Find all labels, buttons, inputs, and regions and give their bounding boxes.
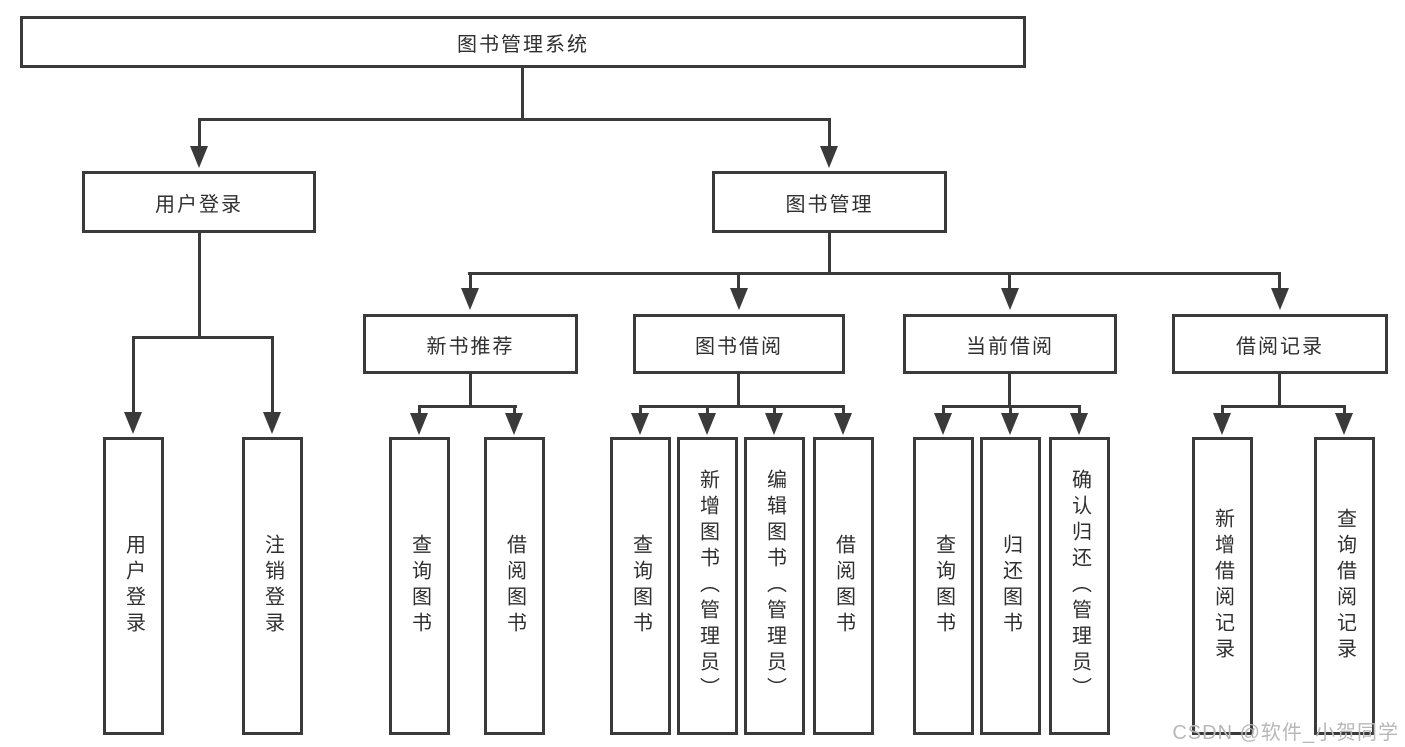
arrow-to-return-books [1001, 413, 1019, 435]
leaf-user-login: 用户登录 [103, 437, 164, 735]
connector-drop-search-record [1343, 405, 1346, 415]
leaf-edit-books-admin-label: 编辑图书（管理员） [763, 469, 786, 703]
node-borrowing-records: 借阅记录 [1172, 314, 1388, 374]
arrow-to-current-borrowing [1001, 288, 1019, 310]
connector-root-stem [521, 68, 524, 118]
arrow-to-add-borrow-record [1213, 413, 1231, 435]
node-new-book-recommendation: 新书推荐 [363, 314, 578, 374]
node-user-login: 用户登录 [82, 171, 316, 233]
connector-drop-current-borrowing [1008, 272, 1011, 290]
root-node: 图书管理系统 [20, 16, 1026, 68]
connector-drop-borrowing-search [639, 405, 642, 415]
node-book-management-label: 图书管理 [785, 193, 874, 216]
connector-root-crossbar [198, 118, 831, 121]
connector-book-management-crossbar [468, 272, 1281, 275]
connector-current-stem [1008, 374, 1011, 405]
arrow-to-recommend-search-books [410, 413, 428, 435]
connector-user-login-stem [198, 233, 201, 337]
arrow-to-search-borrow-record [1335, 413, 1353, 435]
root-node-label: 图书管理系统 [457, 33, 589, 56]
connector-records-crossbar [1221, 405, 1346, 408]
arrow-to-confirm-return [1070, 413, 1088, 435]
leaf-borrowing-search-books: 查询图书 [610, 437, 671, 735]
connector-root-right-drop [828, 118, 831, 148]
arrow-to-edit-books [765, 413, 783, 435]
connector-borrowing-crossbar [639, 405, 845, 408]
node-user-login-label: 用户登录 [155, 193, 243, 216]
leaf-add-books-admin: 新增图书（管理员） [677, 437, 738, 735]
leaf-recommend-borrow-books-label: 借阅图书 [503, 534, 526, 638]
connector-drop-confirm-return [1078, 405, 1081, 415]
leaf-edit-books-admin: 编辑图书（管理员） [744, 437, 805, 735]
connector-user-login-left-drop [132, 336, 135, 414]
arrow-to-current-search-books [934, 413, 952, 435]
connector-user-login-crossbar [132, 336, 274, 339]
connector-drop-return-books [1009, 405, 1012, 415]
leaf-user-login-label: 用户登录 [122, 534, 145, 638]
node-book-borrowing: 图书借阅 [633, 314, 845, 374]
connector-drop-new-book [469, 272, 472, 290]
arrow-to-user-login [190, 146, 208, 168]
leaf-borrowing-search-books-label: 查询图书 [629, 534, 652, 638]
arrow-to-borrowing-records [1271, 288, 1289, 310]
node-book-management: 图书管理 [712, 171, 947, 233]
leaf-logout-label: 注销登录 [261, 534, 284, 638]
node-borrowing-records-label: 借阅记录 [1236, 335, 1324, 358]
connector-drop-add-record [1221, 405, 1224, 415]
node-current-borrowing: 当前借阅 [903, 314, 1117, 374]
leaf-add-borrow-record-label: 新增借阅记录 [1211, 508, 1234, 664]
connector-drop-add-books [706, 405, 709, 415]
arrow-to-add-books [698, 413, 716, 435]
connector-drop-edit-books [773, 405, 776, 415]
leaf-logout: 注销登录 [242, 437, 303, 735]
arrow-to-borrowing-search-books [631, 413, 649, 435]
leaf-add-books-admin-label: 新增图书（管理员） [696, 469, 719, 703]
leaf-add-borrow-record: 新增借阅记录 [1192, 437, 1253, 735]
connector-borrowing-stem [737, 374, 740, 405]
connector-drop-borrow-books [842, 405, 845, 415]
leaf-borrow-books-label: 借阅图书 [832, 534, 855, 638]
connector-drop-recommend-borrow [513, 405, 516, 415]
connector-book-management-stem [828, 233, 831, 274]
leaf-confirm-return-admin-label: 确认归还（管理员） [1068, 469, 1091, 703]
leaf-current-search-books: 查询图书 [913, 437, 974, 735]
connector-new-book-crossbar [418, 405, 517, 408]
arrow-to-leaf-logout [263, 412, 281, 434]
connector-drop-borrowing-records [1278, 272, 1281, 290]
leaf-search-borrow-record-label: 查询借阅记录 [1333, 508, 1356, 664]
connector-drop-book-borrowing [737, 272, 740, 290]
arrow-to-recommend-borrow-books [505, 413, 523, 435]
connector-drop-current-search [942, 405, 945, 415]
csdn-watermark: CSDN @软件_小贺同学 [1172, 722, 1399, 744]
leaf-recommend-search-books-label: 查询图书 [408, 534, 431, 638]
connector-new-book-stem [469, 374, 472, 405]
node-new-book-recommendation-label: 新书推荐 [426, 335, 515, 358]
connector-root-left-drop [198, 118, 201, 148]
arrow-to-borrow-books [834, 413, 852, 435]
arrow-to-book-borrowing [730, 288, 748, 310]
leaf-recommend-borrow-books: 借阅图书 [484, 437, 545, 735]
leaf-recommend-search-books: 查询图书 [389, 437, 450, 735]
arrow-to-leaf-user-login [124, 412, 142, 434]
node-book-borrowing-label: 图书借阅 [695, 335, 783, 358]
arrow-to-book-management [820, 146, 838, 168]
leaf-search-borrow-record: 查询借阅记录 [1314, 437, 1375, 735]
leaf-current-search-books-label: 查询图书 [932, 534, 955, 638]
leaf-return-books: 归还图书 [980, 437, 1041, 735]
leaf-borrow-books: 借阅图书 [813, 437, 874, 735]
connector-records-stem [1278, 374, 1281, 405]
arrow-to-new-book-recommendation [461, 288, 479, 310]
leaf-confirm-return-admin: 确认归还（管理员） [1049, 437, 1110, 735]
node-current-borrowing-label: 当前借阅 [966, 335, 1054, 358]
connector-drop-recommend-search [418, 405, 421, 415]
leaf-return-books-label: 归还图书 [999, 534, 1022, 638]
connector-user-login-right-drop [271, 336, 274, 414]
